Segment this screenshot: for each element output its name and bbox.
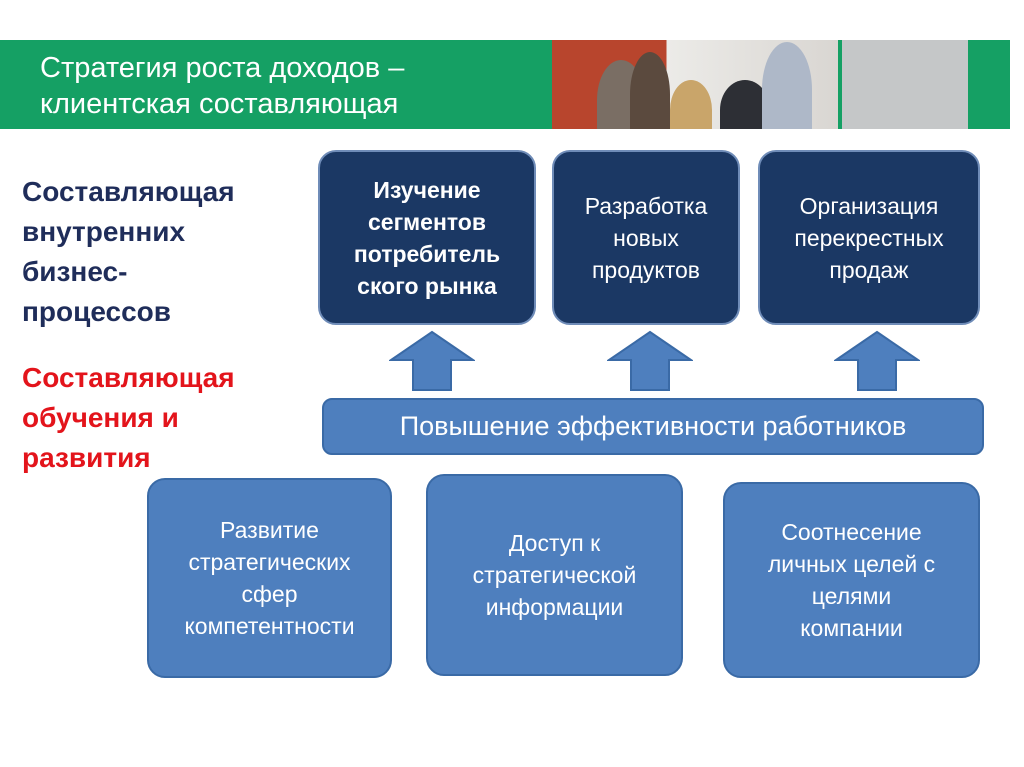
box-line: потребитель [353, 240, 501, 267]
box-line: продуктов [591, 257, 701, 283]
box-strategic-info-access: Доступ к стратегической информации [426, 474, 683, 676]
up-arrow-icon [834, 330, 920, 391]
internal-processes-label: Составляющая внутренних бизнес- процессо… [22, 172, 235, 332]
learning-growth-label: Составляющая обучения и развития [22, 358, 235, 478]
box-line: стратегических [188, 549, 351, 575]
box-line: Организация [799, 193, 939, 219]
label-line: бизнес- [22, 256, 128, 287]
box-new-products: Разработка новых продуктов [552, 150, 740, 325]
box-line: компетентности [184, 613, 355, 639]
box-line: компании [800, 615, 903, 641]
box-line: сегментов [367, 208, 486, 235]
box-line: Изучение [373, 176, 481, 203]
employee-efficiency-bar: Повышение эффективности работников [322, 398, 984, 455]
label-line: Составляющая [22, 176, 235, 207]
box-line: продаж [829, 257, 909, 283]
box-line: Соотнесение [781, 519, 922, 545]
up-arrow-icon [389, 330, 475, 391]
title-line-1: Стратегия роста доходов – [40, 52, 405, 84]
title-banner [0, 40, 1010, 129]
box-line: сфер [241, 581, 298, 607]
box-line: перекрестных [794, 225, 944, 251]
box-line: новых [613, 225, 679, 251]
label-line: Составляющая [22, 362, 235, 393]
box-market-segments: Изучение сегментов потребитель ского рынка [318, 150, 536, 325]
label-line: процессов [22, 296, 171, 327]
box-competence-development: Развитие стратегических сфер компетентности [147, 478, 392, 678]
box-line: Разработка [584, 193, 708, 219]
up-arrow-icon [607, 330, 693, 391]
decor-gray-block [842, 40, 968, 129]
box-goal-alignment: Соотнесение личных целей с целями компании [723, 482, 980, 678]
box-cross-selling: Организация перекрестных продаж [758, 150, 980, 325]
box-line: стратегической [472, 562, 637, 588]
box-line: информации [485, 594, 624, 620]
decor-green-block [970, 40, 1010, 129]
box-line: ского рынка [357, 272, 497, 299]
title-line-2: клиентская составляющая [40, 88, 399, 120]
label-line: внутренних [22, 216, 186, 247]
label-line: обучения и [22, 402, 179, 433]
label-line: развития [22, 442, 151, 473]
slide-title: Стратегия роста доходов – клиентская сос… [40, 50, 404, 122]
box-line: целями [811, 583, 892, 609]
box-line: Развитие [220, 517, 319, 543]
team-photo [552, 40, 838, 129]
box-line: Доступ к [508, 530, 601, 556]
box-line: личных целей с [767, 551, 936, 577]
